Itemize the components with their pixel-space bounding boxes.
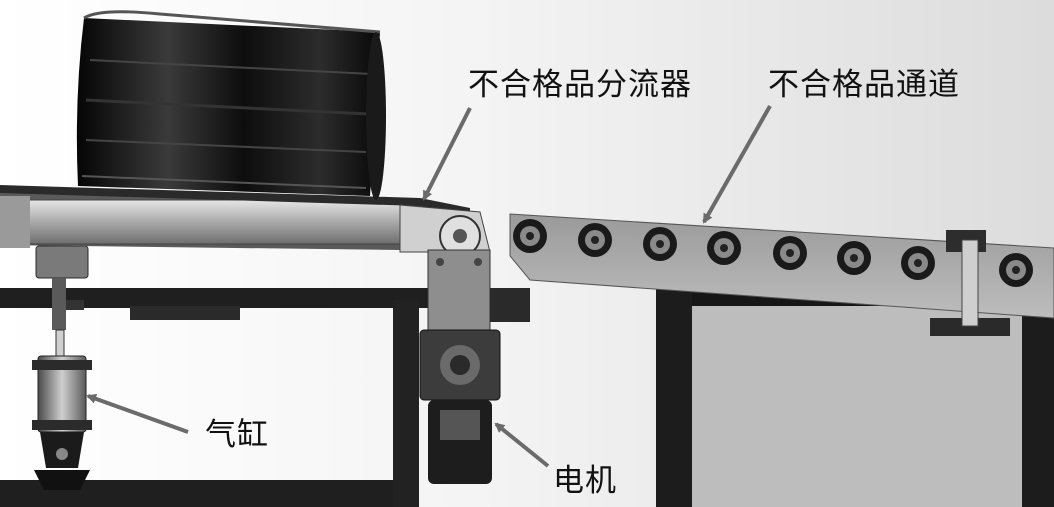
left-frame (0, 288, 528, 507)
roller-icon (578, 223, 612, 257)
roller-icon (999, 253, 1033, 287)
arrow-diverter-icon (422, 107, 472, 201)
leader-arrows (86, 105, 772, 468)
cylinder-assembly (32, 245, 92, 490)
arrow-channel-icon (702, 105, 772, 224)
roller-icon (707, 231, 741, 265)
label-motor: 电机 (553, 463, 617, 499)
roller-icon (773, 236, 807, 270)
roller-row (513, 219, 1033, 287)
right-frame (656, 276, 1054, 507)
roller-icon (901, 246, 935, 280)
arrow-motor-icon (494, 422, 550, 468)
motor (419, 249, 530, 484)
diverter-conveyor (0, 185, 491, 257)
roller-icon (513, 219, 547, 253)
wheel-rim-icon (76, 10, 386, 200)
label-reject-diverter: 不合格品分流器 (468, 67, 692, 103)
roller-icon (643, 227, 677, 261)
label-cylinder: 气缸 (205, 417, 269, 453)
label-reject-channel: 不合格品通道 (768, 67, 960, 103)
roller-icon (837, 241, 871, 275)
arrow-cylinder-icon (86, 394, 189, 434)
